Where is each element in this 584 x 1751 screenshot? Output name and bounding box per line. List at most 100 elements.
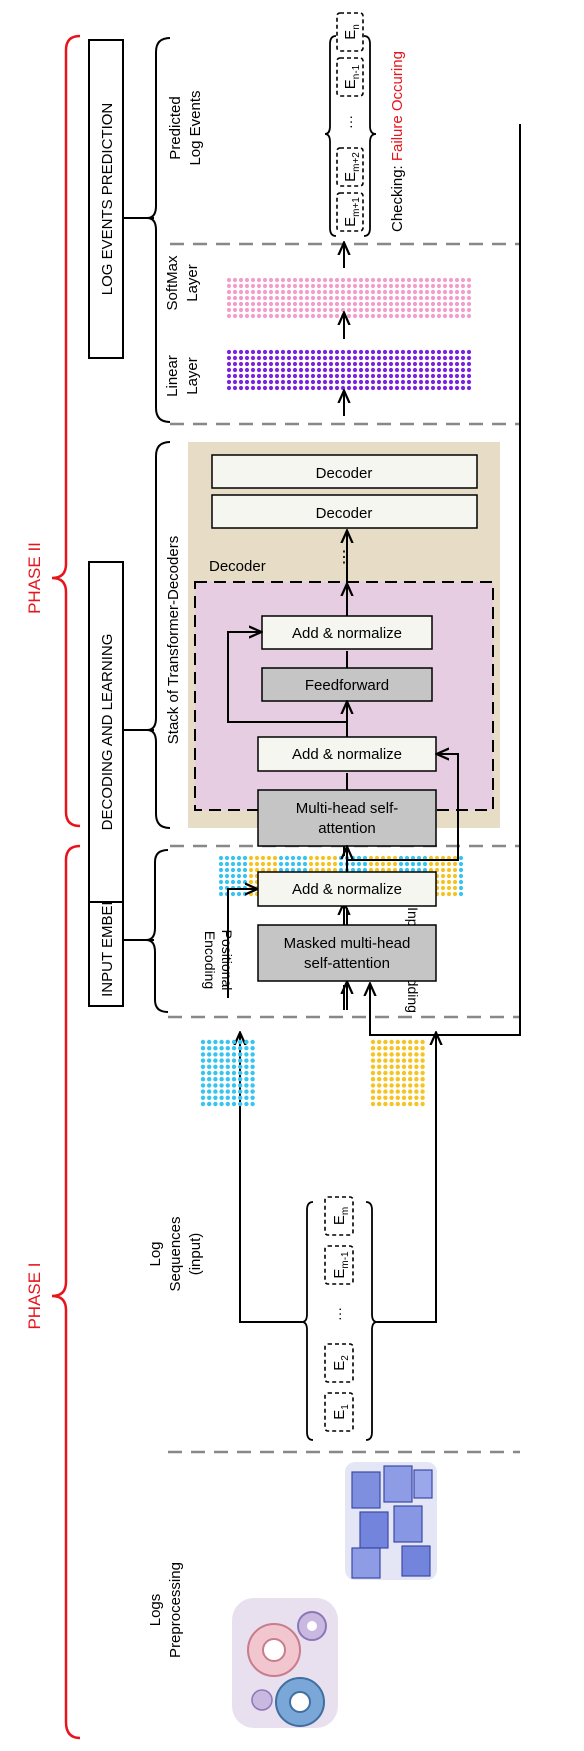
matrix-dot xyxy=(347,386,351,390)
matrix-dot xyxy=(287,296,291,300)
matrix-dot xyxy=(299,362,303,366)
matrix-dot xyxy=(226,1052,230,1056)
matrix-dot xyxy=(402,1052,406,1056)
matrix-dot xyxy=(467,350,471,354)
matrix-dot xyxy=(414,1065,418,1069)
matrix-dot xyxy=(443,380,447,384)
matrix-dot xyxy=(305,284,309,288)
matrix-dot xyxy=(437,380,441,384)
matrix-dot xyxy=(207,1096,211,1100)
stacked-decoder-2: Decoder xyxy=(212,495,477,528)
matrix-dot xyxy=(287,386,291,390)
matrix-dot xyxy=(425,302,429,306)
matrix-dot xyxy=(383,284,387,288)
matrix-dot xyxy=(353,356,357,360)
matrix-dot xyxy=(419,386,423,390)
matrix-dot xyxy=(219,1052,223,1056)
matrix-dot xyxy=(359,368,363,372)
matrix-dot xyxy=(459,868,463,872)
matrix-dot xyxy=(425,284,429,288)
matrix-dot xyxy=(359,356,363,360)
matrix-dot xyxy=(238,1040,242,1044)
matrix-dot xyxy=(341,368,345,372)
matrix-dot xyxy=(275,386,279,390)
matrix-dot xyxy=(244,1046,248,1050)
matrix-dot xyxy=(243,892,247,896)
matrix-dot xyxy=(413,356,417,360)
matrix-dot xyxy=(207,1065,211,1069)
matrix-dot xyxy=(365,284,369,288)
matrix-dot xyxy=(201,1077,205,1081)
matrix-dot xyxy=(381,862,385,866)
matrix-dot xyxy=(389,362,393,366)
matrix-dot xyxy=(287,362,291,366)
matrix-dot xyxy=(219,862,223,866)
matrix-dot xyxy=(227,278,231,282)
matrix-dot xyxy=(395,296,399,300)
matrix-dot xyxy=(389,1052,393,1056)
event-box: Em xyxy=(325,1197,353,1235)
matrix-dot xyxy=(219,856,223,860)
matrix-dot xyxy=(287,290,291,294)
matrix-dot xyxy=(293,278,297,282)
matrix-dot xyxy=(317,314,321,318)
matrix-dot xyxy=(407,386,411,390)
matrix-dot xyxy=(237,862,241,866)
matrix-dot xyxy=(293,380,297,384)
matrix-dot xyxy=(347,374,351,378)
matrix-dot xyxy=(287,380,291,384)
matrix-dot xyxy=(437,290,441,294)
matrix-dot xyxy=(377,350,381,354)
matrix-dot xyxy=(396,1102,400,1106)
matrix-dot xyxy=(396,1096,400,1100)
matrix-dot xyxy=(275,374,279,378)
matrix-dot xyxy=(293,296,297,300)
matrix-dot xyxy=(395,356,399,360)
matrix-dot xyxy=(243,874,247,878)
matrix-dot xyxy=(407,368,411,372)
matrix-dot xyxy=(335,386,339,390)
event-box: E2 xyxy=(325,1344,353,1382)
matrix-dot xyxy=(249,856,253,860)
matrix-dot xyxy=(365,278,369,282)
matrix-dot xyxy=(377,380,381,384)
matrix-dot xyxy=(226,1089,230,1093)
matrix-dot xyxy=(383,374,387,378)
matrix-dot xyxy=(437,362,441,366)
matrix-dot xyxy=(365,308,369,312)
matrix-dot xyxy=(244,1052,248,1056)
matrix-dot xyxy=(238,1058,242,1062)
matrix-dot xyxy=(219,1089,223,1093)
matrix-dot xyxy=(232,1089,236,1093)
matrix-dot xyxy=(311,308,315,312)
matrix-dot xyxy=(231,862,235,866)
matrix-dot xyxy=(467,308,471,312)
matrix-dot xyxy=(377,296,381,300)
matrix-dot xyxy=(329,278,333,282)
matrix-dot xyxy=(311,290,315,294)
matrix-dot xyxy=(305,290,309,294)
matrix-dot xyxy=(233,308,237,312)
matrix-dot xyxy=(219,1077,223,1081)
matrix-dot xyxy=(467,314,471,318)
matrix-dot xyxy=(233,284,237,288)
matrix-dot xyxy=(250,1046,254,1050)
matrix-dot xyxy=(293,284,297,288)
event-box: En-1 xyxy=(337,58,363,96)
matrix-dot xyxy=(335,350,339,354)
matrix-dot xyxy=(311,296,315,300)
matrix-dot xyxy=(227,386,231,390)
matrix-dot xyxy=(383,368,387,372)
matrix-dot xyxy=(239,284,243,288)
matrix-dot xyxy=(329,356,333,360)
matrix-dot xyxy=(245,308,249,312)
matrix-dot xyxy=(447,874,451,878)
matrix-dot xyxy=(365,290,369,294)
matrix-dot xyxy=(244,1089,248,1093)
matrix-dot xyxy=(226,1058,230,1062)
matrix-dot xyxy=(441,886,445,890)
matrix-dot xyxy=(359,284,363,288)
matrix-dot xyxy=(275,362,279,366)
matrix-dot xyxy=(425,314,429,318)
matrix-dot xyxy=(239,380,243,384)
